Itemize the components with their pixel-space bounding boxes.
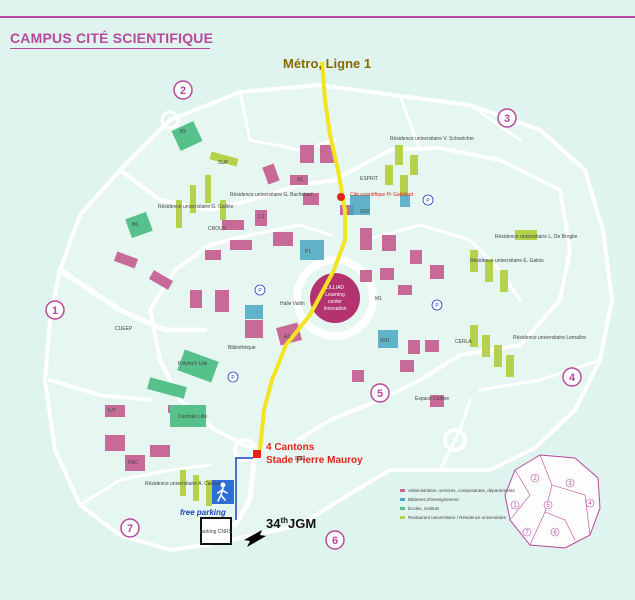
- walking-route: [235, 457, 253, 520]
- svg-text:6: 6: [332, 535, 338, 547]
- center-line-3: center: [328, 299, 342, 305]
- svg-text:SUP: SUP: [218, 160, 229, 166]
- metro-label: Métro, Ligne 1: [283, 56, 371, 71]
- svg-text:CUEEP: CUEEP: [115, 326, 133, 332]
- campus-map[interactable]: LILLIAD Learning center Innovation: [0, 50, 635, 600]
- svg-text:4: 4: [588, 501, 592, 507]
- gate-6: 6: [325, 530, 345, 550]
- station-4-cantons[interactable]: 4 Cantons Stade Pierre Mauroy: [253, 442, 363, 466]
- svg-text:P: P: [258, 288, 262, 294]
- svg-text:CROUS: CROUS: [208, 226, 227, 232]
- target-label: 34thJGM: [266, 516, 316, 531]
- gate-markers: 1 2 3 4 5 6 7: [45, 80, 582, 550]
- svg-text:B6: B6: [132, 222, 138, 228]
- svg-text:Bibliothèque: Bibliothèque: [228, 345, 256, 351]
- station-stade-label: Stade Pierre Mauroy: [266, 455, 363, 466]
- svg-text:A1: A1: [297, 177, 303, 183]
- svg-text:Résidence universitaire G. Bac: Résidence universitaire G. Bachelard: [230, 192, 313, 198]
- svg-text:PAC: PAC: [128, 460, 138, 466]
- map-legend: Administration, services, composantes, d…: [400, 488, 516, 520]
- svg-text:A3: A3: [284, 334, 290, 340]
- gate-3: 3: [497, 108, 517, 128]
- free-parking-lot[interactable]: [200, 517, 232, 545]
- station-4-cantons-label: 4 Cantons: [266, 442, 315, 453]
- gate-4: 4: [562, 367, 582, 387]
- svg-text:CERLA: CERLA: [455, 339, 472, 345]
- svg-text:C1: C1: [258, 214, 265, 220]
- svg-text:Polytech Lille: Polytech Lille: [178, 361, 208, 367]
- lilliad-learning-center[interactable]: [310, 273, 360, 323]
- svg-text:Résidence universitaire L. De: Résidence universitaire L. De Broglie: [495, 234, 577, 240]
- svg-text:5: 5: [546, 503, 550, 509]
- svg-text:SN1: SN1: [380, 338, 390, 344]
- svg-text:B5: B5: [180, 129, 186, 135]
- free-parking-label: free parking: [180, 508, 226, 517]
- center-line-1: LILLIAD: [326, 285, 344, 291]
- residence-buildings: [176, 145, 537, 506]
- school-buildings: [125, 120, 219, 427]
- svg-text:Résidence universitaire Lemaît: Résidence universitaire Lemaître: [513, 335, 586, 341]
- svg-text:Halle Vallin: Halle Vallin: [280, 301, 305, 307]
- svg-text:5: 5: [377, 388, 383, 400]
- page-title: CAMPUS CITÉ SCIENTIFIQUE: [10, 30, 214, 46]
- svg-text:Résidence universitaire V. Sch: Résidence universitaire V. Schoelcher: [390, 136, 474, 142]
- arrow-left-icon: [244, 530, 266, 547]
- parking-lot-label: parking CNRS: [200, 529, 233, 535]
- svg-text:Administration, services, comp: Administration, services, composantes, d…: [408, 488, 516, 493]
- svg-text:2: 2: [533, 476, 537, 482]
- center-line-2: Learning: [325, 292, 345, 298]
- inset-minimap: 2 3 1 5 4 7 6: [504, 454, 601, 549]
- svg-text:P: P: [231, 375, 235, 381]
- svg-text:P: P: [426, 198, 430, 204]
- gate-2: 2: [173, 80, 193, 100]
- svg-text:Centrale Lille: Centrale Lille: [178, 414, 207, 420]
- parking-markers: P P P P: [227, 194, 443, 383]
- svg-text:2: 2: [180, 85, 186, 97]
- center-line-4: Innovation: [323, 306, 346, 312]
- station-cite-label: Cité scientifique Pr Gabillard: [350, 192, 413, 198]
- svg-text:Écoles, instituts: Écoles, instituts: [408, 505, 440, 511]
- svg-text:P: P: [435, 303, 439, 309]
- svg-text:ESPRIT: ESPRIT: [360, 176, 378, 182]
- header-rule: [0, 16, 635, 18]
- teaching-buildings: [245, 195, 410, 348]
- gate-1: 1: [45, 300, 65, 320]
- pedestrian-icon: [212, 480, 234, 504]
- svg-text:Résidence universitaire A. Cam: Résidence universitaire A. Camus: [145, 481, 221, 487]
- svg-text:3: 3: [504, 113, 510, 125]
- svg-text:IRCL: IRCL: [295, 456, 307, 462]
- svg-text:Bâtiment d'enseignement: Bâtiment d'enseignement: [408, 497, 459, 502]
- svg-text:7: 7: [127, 523, 133, 535]
- title-underline: [10, 48, 210, 49]
- svg-text:IUT: IUT: [108, 408, 116, 414]
- svg-text:3: 3: [568, 481, 572, 487]
- svg-text:Résidence universitaire G. Gal: Résidence universitaire G. Galilée: [158, 204, 234, 210]
- station-cite-scientifique[interactable]: Cité scientifique Pr Gabillard: [337, 192, 413, 201]
- svg-text:Résidence universitaire E. Gal: Résidence universitaire E. Galois: [470, 258, 544, 264]
- svg-text:1: 1: [52, 305, 58, 317]
- svg-text:Espace Culture: Espace Culture: [415, 396, 449, 402]
- svg-text:M1: M1: [375, 296, 382, 302]
- svg-text:SN2: SN2: [360, 209, 370, 215]
- gate-5: 5: [370, 383, 390, 403]
- roundabout-north-west: [160, 110, 180, 130]
- svg-text:P1: P1: [305, 249, 311, 255]
- central-roundabout: [293, 256, 377, 340]
- building-labels: SUP A1 A3 P1 M1 SN1 SN2 C1 B5 B6 Central…: [108, 129, 586, 487]
- roundabout-east: [443, 428, 467, 452]
- svg-text:4: 4: [569, 372, 576, 384]
- svg-text:1: 1: [513, 503, 517, 509]
- svg-text:7: 7: [525, 530, 529, 536]
- metro-line-1: [258, 61, 347, 451]
- svg-text:6: 6: [553, 530, 557, 536]
- svg-text:Restaurant universitaire / Rés: Restaurant universitaire / Résidence uni…: [408, 515, 507, 520]
- gate-7: 7: [120, 518, 140, 538]
